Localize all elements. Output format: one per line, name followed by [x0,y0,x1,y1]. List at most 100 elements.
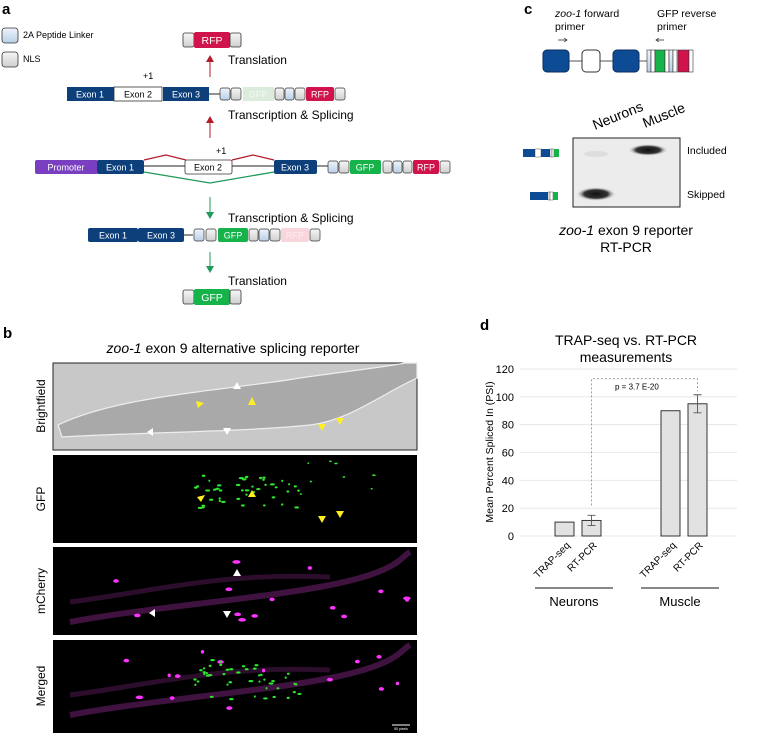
channel-label-brightfield: Brightfield [34,379,48,432]
fluorescent-nucleus [299,493,303,495]
fluorescent-nucleus [209,498,214,501]
fluorescent-nucleus [193,678,197,681]
skipping-splice-path [143,171,275,184]
fluorescent-nucleus [395,681,400,686]
fluorescent-nucleus [236,671,241,674]
fluorescent-nucleus [209,695,214,698]
y-tick-label: 0 [508,531,514,543]
worm-outline [69,573,331,605]
exon-3 [163,87,209,101]
legend-linker: 2A Peptide Linker [23,30,94,40]
fluorescent-nucleus [208,664,212,668]
lane-label-neurons: Neurons [590,98,645,133]
rfp-faded-label: RFP [286,231,304,241]
fluorescent-nucleus [329,606,336,610]
exon-2 [113,86,163,102]
fluorescent-nucleus [259,673,263,676]
exon-3-label: Exon 3 [147,231,175,241]
fluorescent-nucleus [286,696,290,700]
fluorescent-nucleus [218,499,222,503]
fluorescent-nucleus [226,706,233,710]
panel-label-c: c [524,1,532,18]
fluorescent-nucleus [263,678,266,681]
gfp-label: GFP [201,292,223,304]
translation-label: Translation [228,274,287,288]
significance-bracket [591,378,698,506]
transcription-splicing-label: Transcription & Splicing [228,211,354,225]
forward-primer-label: zoo-1 forward [554,8,619,20]
fluorescent-nucleus [265,687,268,690]
fluorescent-nucleus [281,479,284,483]
y-tick-label: 100 [496,392,514,404]
x-tick-label: RT-PCR [566,540,600,574]
exon-2 [184,159,233,175]
arrow-right-icon [558,37,568,43]
panel-d-chart: d TRAP-seq vs. RT-PCR measurements Mean … [480,317,737,609]
fluorescent-nucleus [354,659,360,664]
exon-1 [97,160,144,174]
nls-box [229,32,242,48]
channel-label-gfp: GFP [34,487,48,512]
included-product-icon [523,148,559,158]
arrow-up-icon [206,116,214,123]
panel-label-a: a [2,1,11,18]
transcription-splicing-label: Transcription & Splicing [228,108,354,122]
fluorescent-nucleus [202,667,206,670]
gfp-faded-label: GFP [249,90,268,100]
fluorescent-nucleus [269,597,275,602]
fluorescent-nucleus [202,671,206,674]
fluorescent-nucleus [281,503,284,506]
gfp-faded [243,87,274,101]
fluorescent-nucleus [271,679,275,683]
channel-label-mcherry: mCherry [34,568,48,614]
reverse-primer-label: GFP reverse [657,8,716,20]
exon-3-label: Exon 3 [172,90,200,100]
chart-title-line-2: measurements [580,349,673,365]
fluorescent-nucleus [258,476,263,480]
fluorescent-nucleus [169,696,175,700]
y-tick-label: 40 [502,475,514,487]
x-tick-label: TRAP-seq [532,540,572,580]
lane-label-muscle: Muscle [640,99,687,131]
fluorescent-nucleus [372,474,376,477]
fluorescent-nucleus [252,667,257,670]
exon-3-label: Exon 3 [281,163,309,173]
fluorescent-nucleus [251,614,258,618]
fluorescent-nucleus [113,579,119,583]
fluorescent-nucleus [210,658,215,662]
fluorescent-nucleus [242,478,247,481]
fluorescent-nucleus [288,483,291,486]
exon-1-label: Exon 1 [76,90,104,100]
gene-name: zoo-1 [558,222,594,238]
fluorescent-nucleus [202,506,205,509]
worm-outline [69,666,331,698]
error-bar [587,514,596,527]
fluorescent-nucleus [244,489,250,492]
nls-box [182,32,195,48]
fluorescent-nucleus [297,489,300,492]
exon-2-label: Exon 2 [124,90,152,100]
translation-label: Translation [228,53,287,67]
fluorescent-nucleus [258,680,261,683]
skipped-band [576,187,616,201]
fluorescent-nucleus [200,649,205,654]
fluorescent-nucleus [376,654,382,659]
fluorescent-nucleus [251,485,254,488]
reverse-primer-label-2: primer [657,21,687,33]
panel-b-title: zoo-1 exon 9 alternative splicing report… [106,340,360,356]
fluorescent-nucleus [328,460,332,463]
bar [687,403,708,537]
fluorescent-nucleus [257,674,261,677]
fluorescent-nucleus [235,483,241,487]
fluorescent-nucleus [262,476,266,479]
band-label-included: Included [687,145,727,157]
gel-caption-2: RT-PCR [600,239,652,255]
gene-name: zoo-1 [554,8,581,20]
fluorescent-nucleus [263,697,268,700]
skipped-product-icon [530,191,558,201]
arrow-up-icon [206,55,214,62]
exon-1-label: Exon 1 [106,163,134,173]
fluorescent-nucleus [307,566,312,570]
rfp-label: RFP [417,163,435,173]
